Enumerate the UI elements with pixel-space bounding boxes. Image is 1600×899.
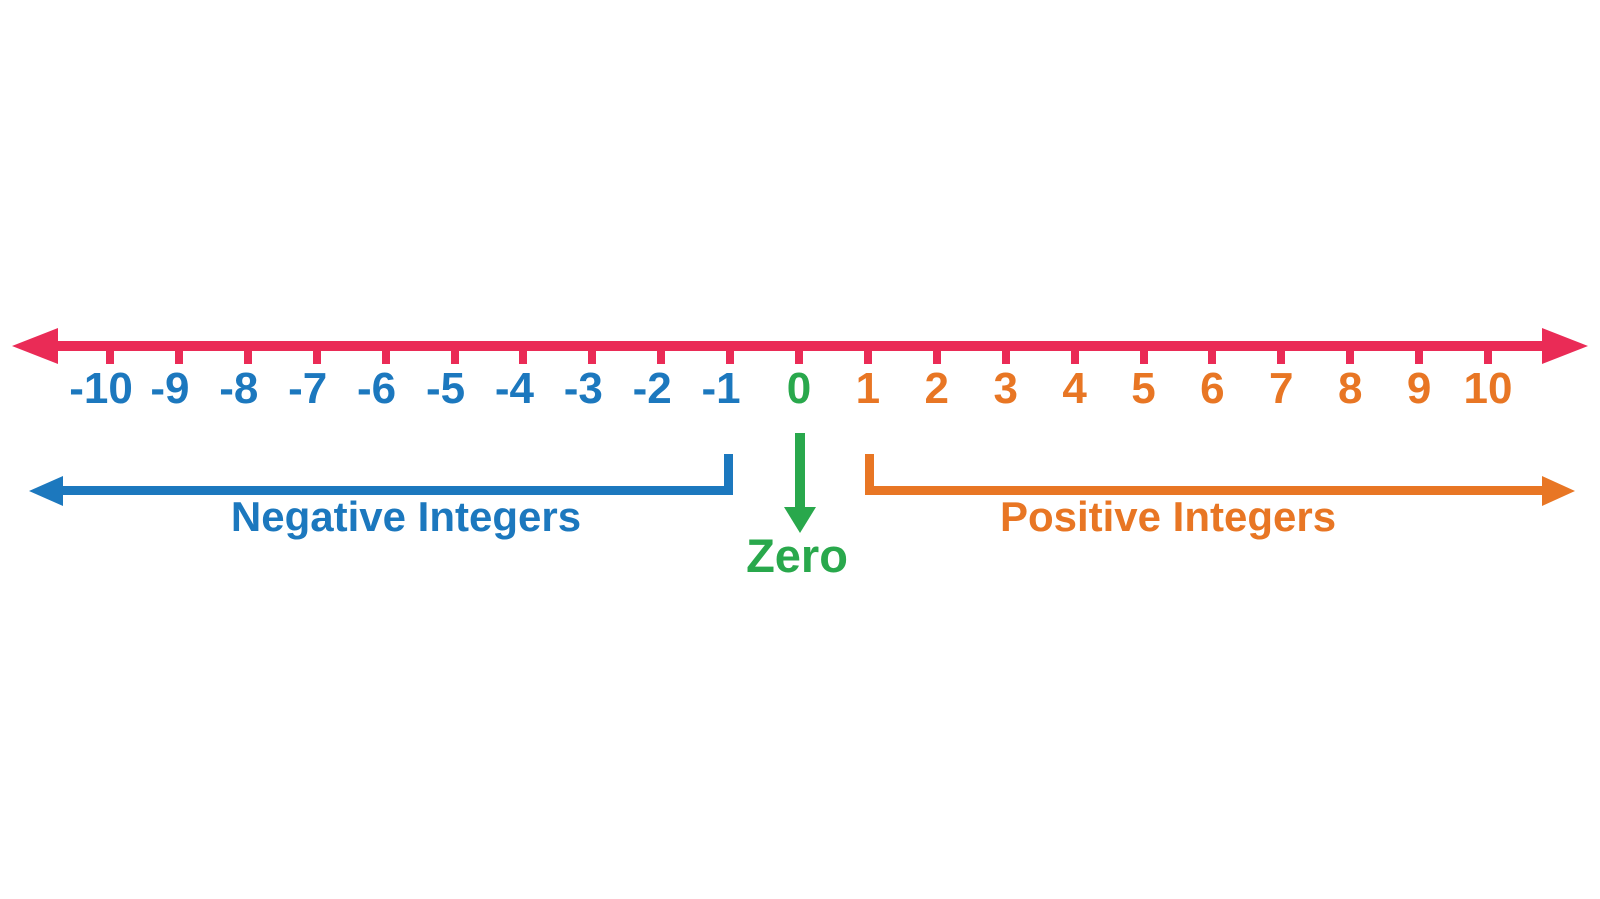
negative-left-arrowhead-icon bbox=[29, 476, 63, 506]
number-label: -10 bbox=[69, 364, 133, 413]
tick-mark bbox=[1346, 343, 1355, 364]
positive-bracket-vertical bbox=[865, 454, 874, 495]
number-label: -3 bbox=[563, 364, 603, 413]
number-label: 6 bbox=[1200, 364, 1225, 413]
tick-mark bbox=[1001, 343, 1010, 364]
positive-right-arrowhead-icon bbox=[1542, 476, 1575, 506]
number-label: 4 bbox=[1062, 364, 1087, 413]
zero-arrow-shaft bbox=[795, 433, 805, 507]
number-label: 7 bbox=[1269, 364, 1294, 413]
tick-mark bbox=[588, 343, 597, 364]
tick-mark bbox=[381, 343, 390, 364]
zero-down-arrowhead-icon bbox=[784, 507, 816, 533]
number-label: 2 bbox=[924, 364, 950, 413]
tick-mark bbox=[1484, 343, 1492, 364]
tick-mark bbox=[657, 343, 666, 364]
tick-mark bbox=[1277, 343, 1286, 364]
negative-bracket-vertical bbox=[724, 454, 733, 495]
number-label: 1 bbox=[855, 364, 881, 413]
number-label: -1 bbox=[701, 364, 741, 413]
tick-mark bbox=[450, 343, 459, 364]
tick-mark bbox=[312, 343, 321, 364]
negative-bracket-line bbox=[52, 486, 733, 495]
tick-mark bbox=[932, 343, 941, 364]
tick-mark bbox=[106, 343, 114, 364]
number-label: -5 bbox=[425, 364, 466, 413]
tick-mark bbox=[1070, 343, 1079, 364]
number-label: -9 bbox=[150, 364, 190, 413]
number-label: -8 bbox=[219, 364, 259, 413]
axis-left-arrowhead-icon bbox=[12, 328, 58, 364]
tick-mark bbox=[863, 343, 872, 364]
number-label: -4 bbox=[494, 364, 534, 413]
number-label: 9 bbox=[1406, 364, 1432, 413]
tick-mark bbox=[795, 343, 803, 364]
number-label: 3 bbox=[993, 364, 1018, 413]
zero-label: Zero bbox=[746, 529, 848, 582]
tick-mark bbox=[1415, 343, 1424, 364]
number-label: -2 bbox=[632, 364, 672, 413]
number-label: 10 bbox=[1463, 364, 1513, 413]
tick-mark bbox=[243, 343, 252, 364]
tick-mark bbox=[519, 343, 528, 364]
number-label: 8 bbox=[1337, 364, 1363, 413]
number-label: 5 bbox=[1131, 364, 1156, 413]
axis-right-arrowhead-icon bbox=[1542, 328, 1588, 364]
positive-integers-label: Positive Integers bbox=[999, 493, 1337, 540]
negative-integers-label: Negative Integers bbox=[230, 493, 582, 540]
number-label: 0 bbox=[786, 364, 812, 413]
tick-mark bbox=[1139, 343, 1148, 364]
number-label: -6 bbox=[357, 364, 397, 413]
number-label: -7 bbox=[288, 364, 328, 413]
tick-mark bbox=[174, 343, 183, 364]
tick-mark bbox=[726, 343, 735, 364]
tick-mark bbox=[1208, 343, 1217, 364]
positive-bracket-line bbox=[865, 486, 1542, 495]
